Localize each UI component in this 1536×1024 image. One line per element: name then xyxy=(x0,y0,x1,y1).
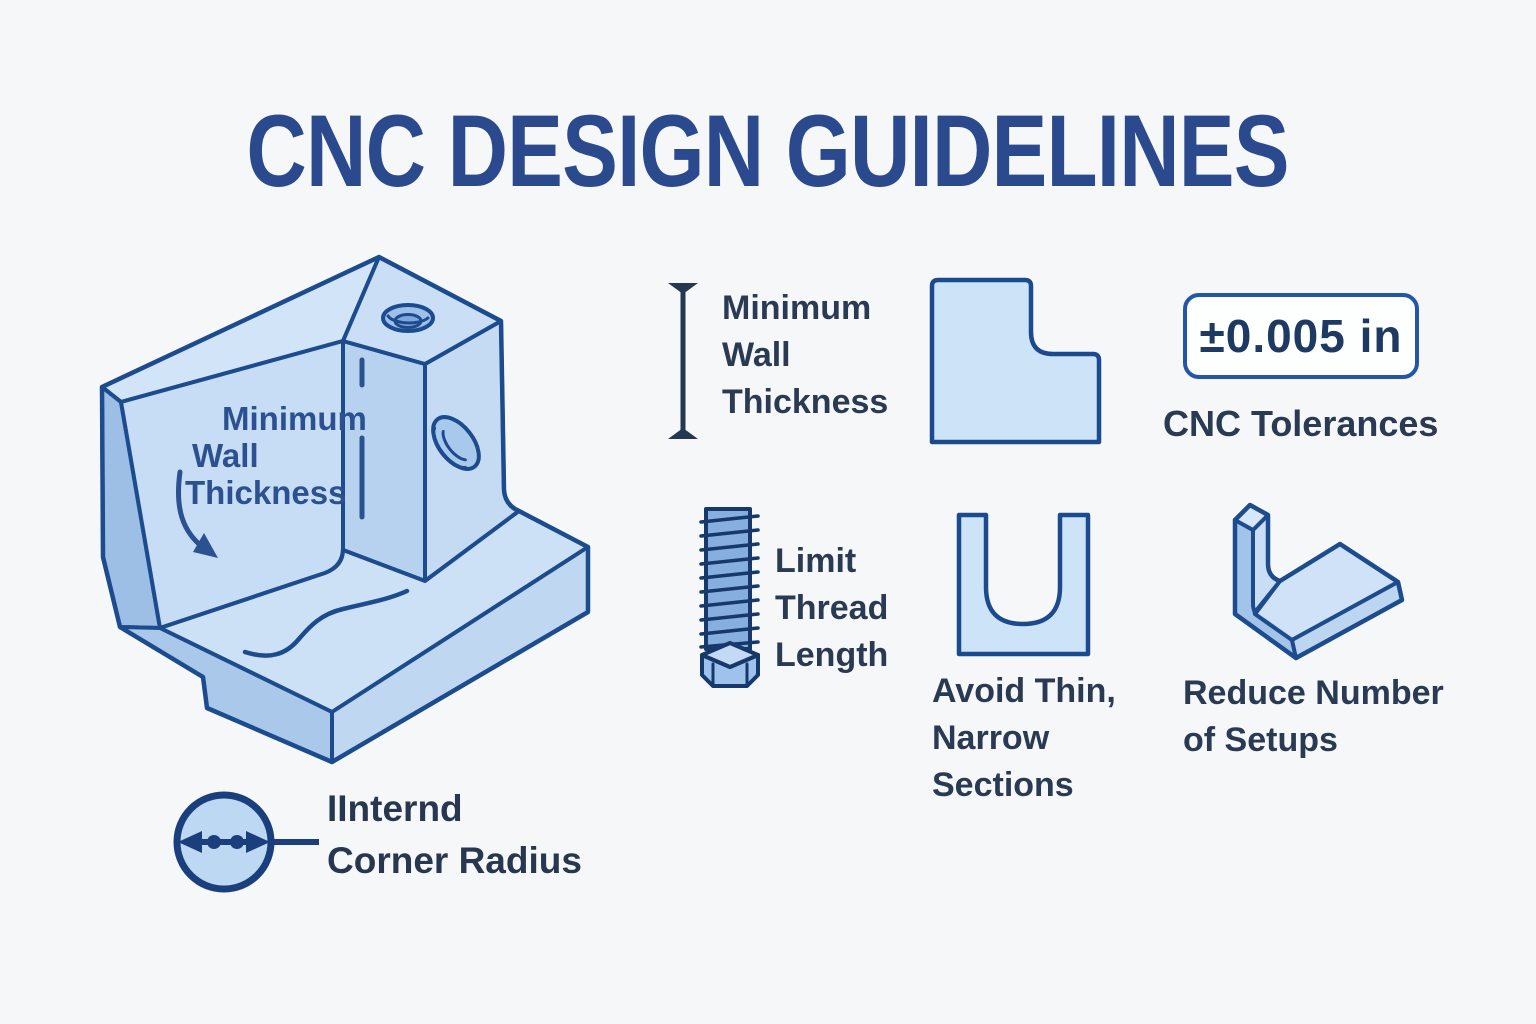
min-wall-line2: Wall xyxy=(722,336,791,374)
setups-line2: of Setups xyxy=(1183,721,1338,759)
cnc-part-illustration-icon: Minimum Wall Thickness xyxy=(99,254,591,765)
tolerance-value: ±0.005 in xyxy=(1199,310,1403,362)
l-bracket-icon xyxy=(1232,502,1405,661)
cnc-tolerances-label: CNC Tolerances xyxy=(1163,403,1439,444)
thread-line3: Length xyxy=(775,636,889,674)
internal-corner-radius-icon xyxy=(173,791,319,893)
u-channel-icon xyxy=(956,512,1091,657)
thin-line2: Narrow xyxy=(932,719,1050,757)
internal-corner-radius-label: IInternd Corner Radius xyxy=(327,783,582,887)
reduce-setups-label: Reduce Number of Setups xyxy=(1183,670,1444,764)
svg-text:Thickness: Thickness xyxy=(185,474,346,511)
corner-block-icon xyxy=(929,277,1102,445)
thread-line1: Limit xyxy=(775,542,857,580)
svg-text:Minimum: Minimum xyxy=(222,400,367,437)
thread-line2: Thread xyxy=(775,589,889,627)
corner-radius-line2: Corner Radius xyxy=(327,840,582,881)
part-wall-thickness-label: Minimum Wall Thickness xyxy=(185,400,367,511)
min-wall-line1: Minimum xyxy=(722,289,872,327)
wall-thickness-gauge-icon xyxy=(668,283,698,439)
bolt-icon xyxy=(699,507,760,688)
thin-line3: Sections xyxy=(932,766,1074,804)
min-wall-line3: Thickness xyxy=(722,383,889,421)
thin-line1: Avoid Thin, xyxy=(932,672,1116,710)
avoid-thin-sections-label: Avoid Thin, Narrow Sections xyxy=(932,668,1116,809)
corner-radius-line1: IInternd xyxy=(327,788,463,829)
page-title: CNC DESIGN GUIDELINES xyxy=(246,94,1290,208)
svg-text:Wall: Wall xyxy=(192,437,259,474)
setups-line1: Reduce Number xyxy=(1183,674,1444,712)
min-wall-thickness-label: Minimum Wall Thickness xyxy=(722,285,888,426)
tolerance-badge: ±0.005 in xyxy=(1183,293,1419,379)
limit-thread-length-label: Limit Thread Length xyxy=(775,538,888,679)
arrow-icon xyxy=(175,469,218,558)
page-title-row: CNC DESIGN GUIDELINES xyxy=(0,100,1536,202)
